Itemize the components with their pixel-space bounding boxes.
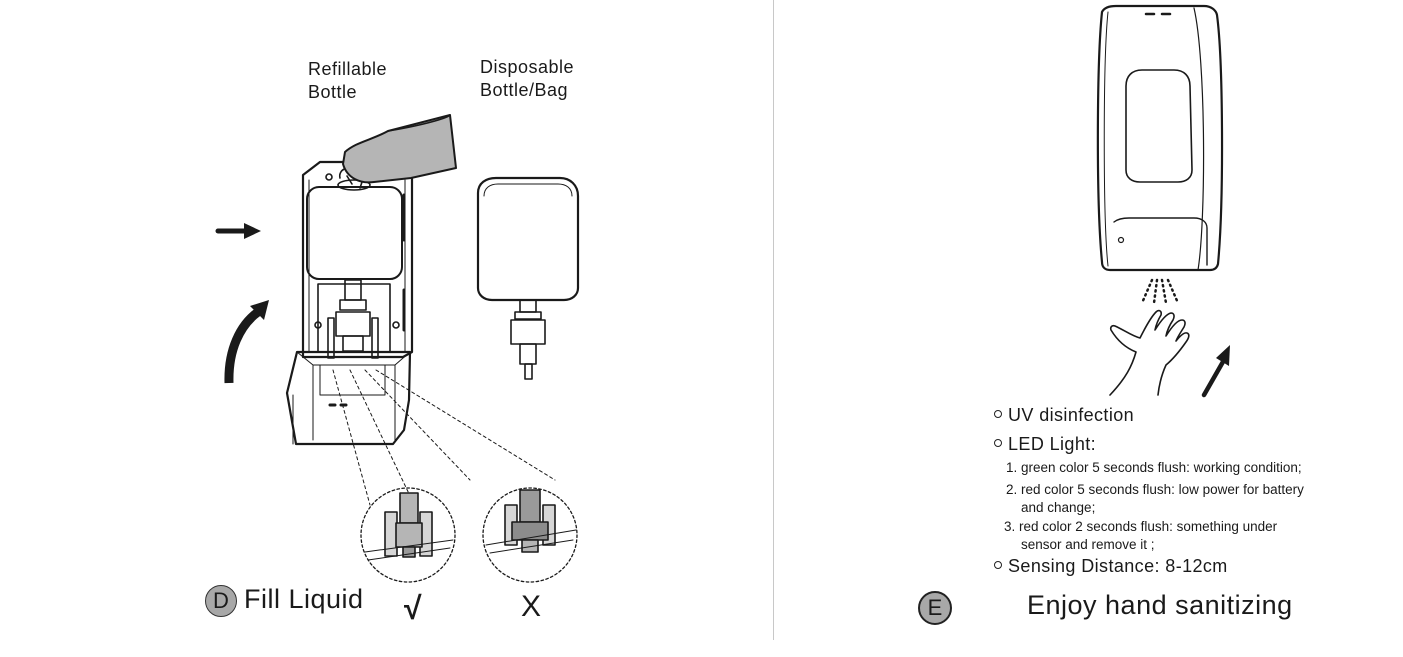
insert-arrow-icon [215,223,261,239]
led-light-bullet: LED Light: [994,434,1096,455]
wrong-detail-circle [482,487,578,583]
panel-divider [773,0,774,640]
wrong-mark: X [521,590,542,623]
correct-mark: √ [404,590,422,626]
disposable-line-1: Disposable [480,57,575,77]
led-note-3: 3. red color 2 seconds flush: something … [1004,519,1278,534]
step-d-badge: D [205,585,237,617]
hand-up-arrow-icon [1201,345,1230,398]
bullet-dot-icon [994,410,1002,419]
led-light-text: LED Light: [1008,434,1097,454]
led-note-1: 1. green color 5 seconds flush: working … [1006,460,1302,475]
uv-disinfection-bullet: UV disinfection [994,405,1134,426]
refillable-line-2: Bottle [308,82,358,102]
disposable-bottle-bag [476,176,580,380]
detail-guide-lines [332,369,556,506]
refillable-line-1: Refillable [308,59,388,79]
dispenser-closed [1096,4,1224,272]
led-note-3-cont: sensor and remove it ; [1021,537,1155,552]
dispenser-lid [285,350,412,446]
refill-bottle-inside [306,167,403,359]
bullet-dot-icon [994,439,1002,448]
dispenser-open-housing [301,160,414,359]
fill-liquid-title: Fill Liquid [244,584,364,614]
led-note-2: 2. red color 5 seconds flush: low power … [1006,482,1304,497]
step-e-letter: E [927,595,943,620]
dispenser-use-illustration [1096,4,1230,398]
close-lid-arrow-icon [224,300,269,384]
refillable-bottle-label: Refillable Bottle [308,58,387,104]
step-e-badge: E [918,591,952,625]
fill-liquid-illustration [215,114,580,583]
bullet-dot-icon [994,561,1002,570]
pouring-bottle [342,114,457,189]
disposable-line-2: Bottle/Bag [480,80,569,100]
enjoy-hand-sanitizing-title: Enjoy hand sanitizing [1027,590,1293,620]
disposable-bottle-label: Disposable Bottle/Bag [480,56,574,102]
sensing-distance-bullet: Sensing Distance: 8-12cm [994,556,1228,577]
spray-dots-icon [1140,278,1180,305]
step-d-letter: D [213,588,229,613]
uv-disinfection-text: UV disinfection [1008,405,1135,425]
hand-icon [1109,309,1190,396]
correct-detail-circle [360,487,456,583]
sensing-distance-text: Sensing Distance: 8-12cm [1008,556,1228,576]
led-note-2-cont: and change; [1021,500,1096,515]
